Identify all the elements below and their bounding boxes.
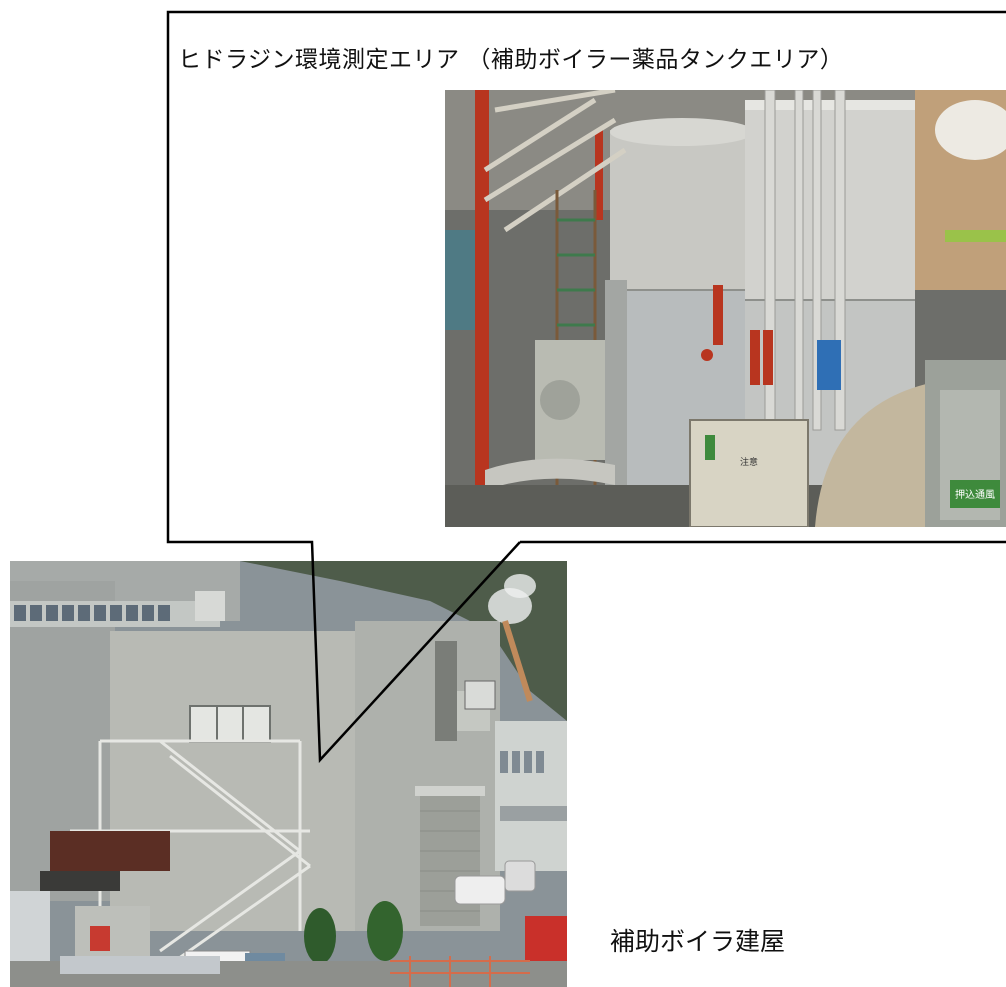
building-exterior-photo — [10, 561, 567, 987]
cabinet-label-text: 注意 — [740, 456, 758, 468]
callout-title: ヒドラジン環境測定エリア （補助ボイラー薬品タンクエリア） — [178, 47, 844, 73]
building-caption: 補助ボイラ建屋 — [610, 927, 786, 956]
chemical-tank-area-photo: 押込通風 注意 — [445, 90, 1006, 527]
fan-sign-text: 押込通風 — [955, 488, 995, 501]
